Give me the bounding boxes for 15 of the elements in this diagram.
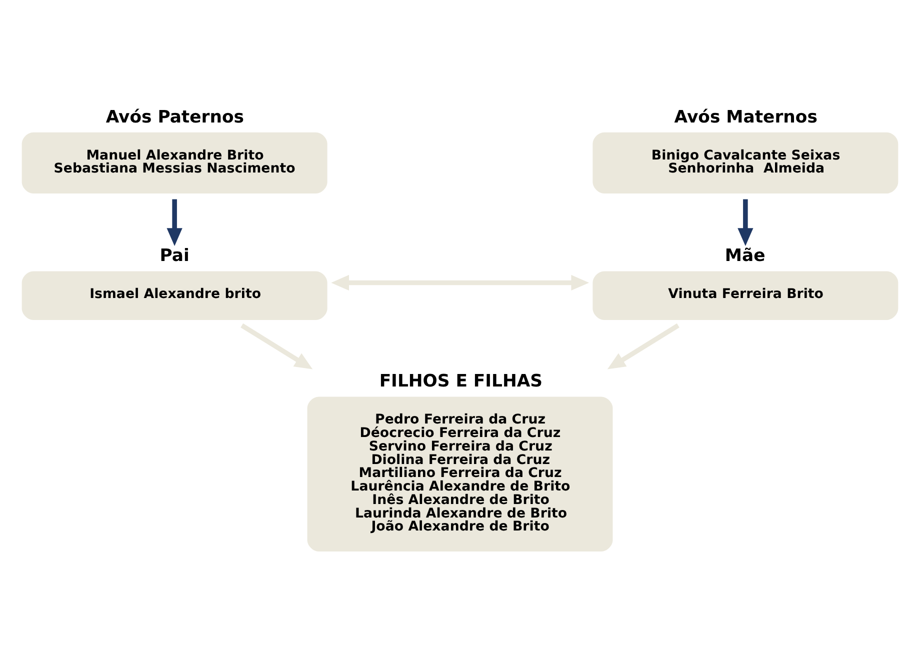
- node-label: Avós Maternos: [674, 107, 818, 128]
- arrow: [738, 199, 754, 246]
- arrow: [331, 274, 590, 291]
- node-box: Pedro Ferreira da Cruz Déocrecio Ferreira da Cruz Servino Ferreira da Cruz Diolina Ferreira da Cruz Martiliano Ferreira da Cruz Laurência Alexandre de Brito Inês Alexandre de Brito Laurinda Alexandre de Brito João Alexandre de Brito: [307, 396, 613, 552]
- arrow: [166, 199, 182, 246]
- node-label: Pai: [160, 246, 190, 266]
- node-label: Avós Paternos: [106, 107, 244, 128]
- node-box: Binigo Cavalcante Seixas Senhorinha Almeida: [592, 132, 898, 194]
- node-box: Ismael Alexandre brito: [22, 271, 328, 320]
- node-box: Manuel Alexandre Brito Sebastiana Messias Nascimento: [22, 132, 328, 194]
- node-box: Vinuta Ferreira Brito: [592, 271, 898, 320]
- arrow: [607, 323, 680, 370]
- node-label: FILHOS E FILHAS: [379, 372, 543, 392]
- arrow: [240, 323, 313, 370]
- node-label: Mãe: [724, 246, 766, 266]
